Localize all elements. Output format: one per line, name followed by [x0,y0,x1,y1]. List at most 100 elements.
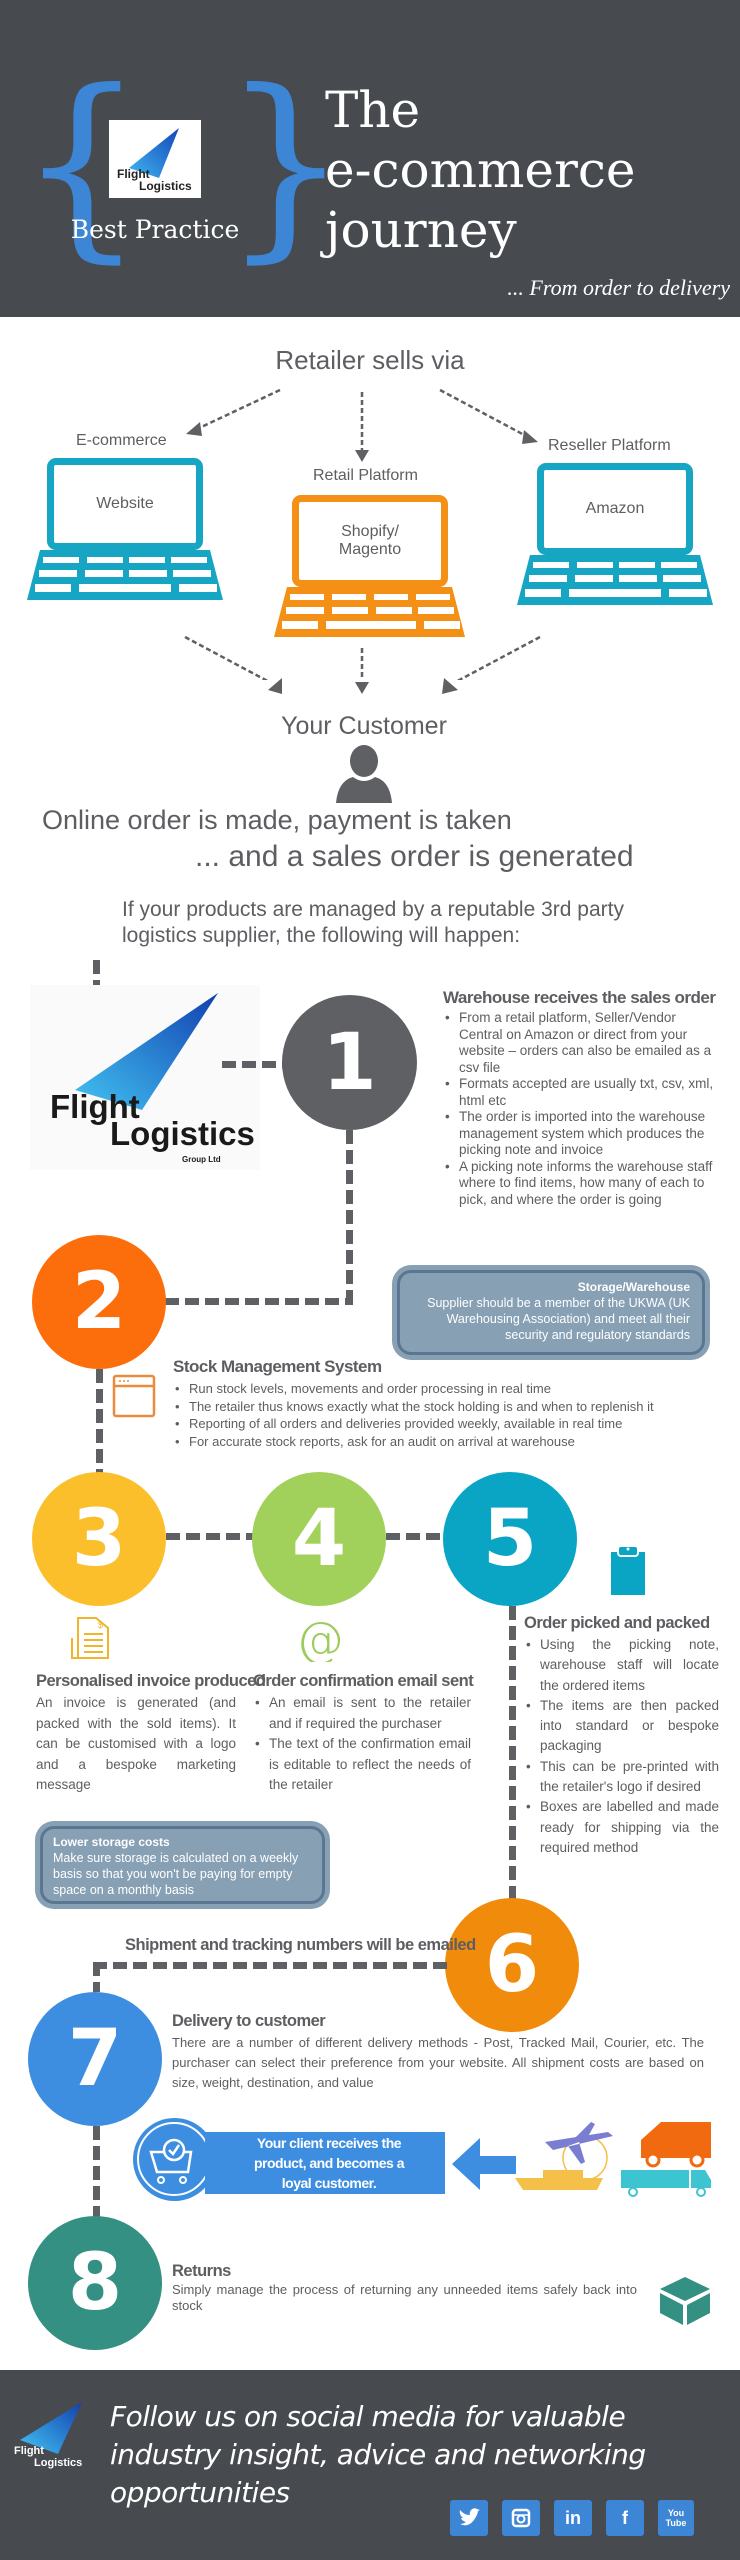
right-brace-icon: } [222,48,350,281]
clipboard-icon [611,1545,645,1595]
step-5-content: Order picked and packed Using the pickin… [524,1614,719,1858]
plane-logo-icon: Flight Logistics [117,128,192,193]
step-2-content: Stock Management System Run stock levels… [173,1357,733,1450]
person-icon [336,745,392,803]
step-bullet: The text of the confirmation email is ed… [253,1734,471,1796]
box-icon [660,2277,710,2325]
step-bullet: The order is imported into the warehouse… [443,1109,723,1159]
customer-heading: Your Customer [281,712,447,740]
connector [386,1533,446,1540]
linkedin-icon[interactable]: in [554,2500,592,2536]
step-title: Order picked and packed [524,1614,710,1632]
connector [93,1962,448,1969]
step-2-circle: 2 [32,1235,166,1369]
step-title: Stock Management System [173,1357,382,1376]
logo-line: Flight [50,1088,140,1125]
ship-icon [515,2170,603,2190]
step-bullet: For accurate stock reports, ask for an a… [173,1433,733,1451]
left-arrow-icon [452,2138,516,2190]
connector [165,1298,353,1305]
step-6-circle: 6 [445,1898,579,2032]
step-6-title: Shipment and tracking numbers will be em… [125,1936,476,1954]
storage-costs-note: Lower storage costs Make sure storage is… [40,1826,325,1904]
laptop-screen: Amazon [537,463,693,555]
plane-logo-icon [75,993,218,1110]
footer: Flight Logistics Follow us on social med… [0,2370,740,2560]
logo-line: Logistics [110,1115,255,1152]
step-bullet: Formats accepted are usually txt, csv, x… [443,1076,723,1109]
step-bullet: Run stock levels, movements and order pr… [173,1380,733,1398]
note-text: Supplier should be a member of the UKWA … [427,1296,690,1342]
channel-category: Reseller Platform [548,437,671,454]
keyboard-icon [274,587,465,637]
connector [222,1061,284,1068]
step-bullet: A picking note informs the warehouse sta… [443,1159,723,1209]
step-bullet: Boxes are labelled and made ready for sh… [524,1797,719,1858]
step-8-circle: 8 [28,2216,162,2350]
svg-text:Logistics: Logistics [34,2457,82,2469]
connector [93,2126,100,2221]
step-1-circle: 1 [282,995,417,1130]
invoice-icon: $ [71,1617,109,1659]
channel-category: Retail Platform [313,467,418,484]
connector [96,1369,103,1479]
step-bullet: Reporting of all orders and deliveries p… [173,1415,733,1433]
plane-icon [545,2122,613,2164]
title-line: The [325,81,421,139]
laptop-website: Website [25,458,225,603]
step-4-content: Order confirmation email sent An email i… [253,1672,474,1796]
truck-icon [621,2170,689,2188]
arrow-head-icon [186,422,202,436]
keyboard-icon [517,555,713,605]
order-made-text: Online order is made, payment is taken [42,805,512,835]
step-bullet: From a retail platform, Seller/Vendor Ce… [443,1010,723,1076]
svg-text:$: $ [98,1620,103,1630]
title-line: e-commerce [325,141,636,199]
flight-logistics-logo: Flight Logistics Group Ltd [30,985,260,1170]
step-bullet: The items are then packed into standard … [524,1696,719,1757]
step-1-content: Warehouse receives the sales order From … [443,988,723,1208]
social-links: in f You Tube [450,2500,694,2536]
logo-line: Group Ltd [182,1155,221,1164]
header-banner: { } Flight Logistics Best Practice The e… [0,0,740,317]
at-sign-icon: @ [296,1614,344,1662]
step-title: Warehouse receives the sales order [443,988,716,1007]
youtube-icon[interactable]: You Tube [658,2500,694,2536]
arrow-head-icon [355,450,369,462]
banner-text: Your client receives the product, and be… [253,2135,405,2191]
transport-icons [515,2122,711,2197]
connector [509,1606,516,1901]
storage-note: Storage/Warehouse Supplier should be a m… [397,1270,705,1355]
facebook-icon[interactable]: f [606,2500,644,2536]
connector [93,1962,100,1992]
connector [93,960,100,990]
channel-category: E-commerce [76,432,167,449]
footer-logo: Flight Logistics [14,2402,82,2469]
window-icon [112,1374,156,1418]
step-bullet: The retailer thus knows exactly what the… [173,1398,733,1416]
twitter-icon[interactable] [450,2500,488,2536]
brand-logo: Flight Logistics [109,120,201,198]
sales-order-text: ... and a sales order is generated [195,840,634,873]
svg-text:Flight: Flight [14,2445,44,2457]
step-4-circle: 4 [252,1472,386,1606]
svg-text:Logistics: Logistics [139,179,192,193]
step-8-content: Returns Simply manage the process of ret… [172,2262,637,2314]
arrow-head-icon [522,430,538,444]
intro-text: If your products are managed by a reputa… [122,898,624,947]
connector [346,1130,353,1305]
loyal-customer-banner: Your client receives the product, and be… [205,2132,445,2194]
step-text: There are a number of different delivery… [172,2035,704,2090]
laptop-screen: Shopify/ Magento [292,495,448,587]
svg-text:@: @ [296,1614,344,1662]
step-3-circle: 3 [32,1472,166,1606]
step-title: Returns [172,2262,231,2280]
instagram-icon[interactable] [502,2500,540,2536]
logo-text: Flight [117,167,150,181]
title-line: journey [325,201,517,259]
laptop-amazon: Amazon [515,463,715,608]
note-text: Make sure storage is calculated on a wee… [53,1851,299,1897]
step-text: An invoice is generated (and packed with… [36,1695,236,1792]
step-title: Order confirmation email sent [253,1672,474,1690]
cart-check-icon [133,2118,216,2201]
